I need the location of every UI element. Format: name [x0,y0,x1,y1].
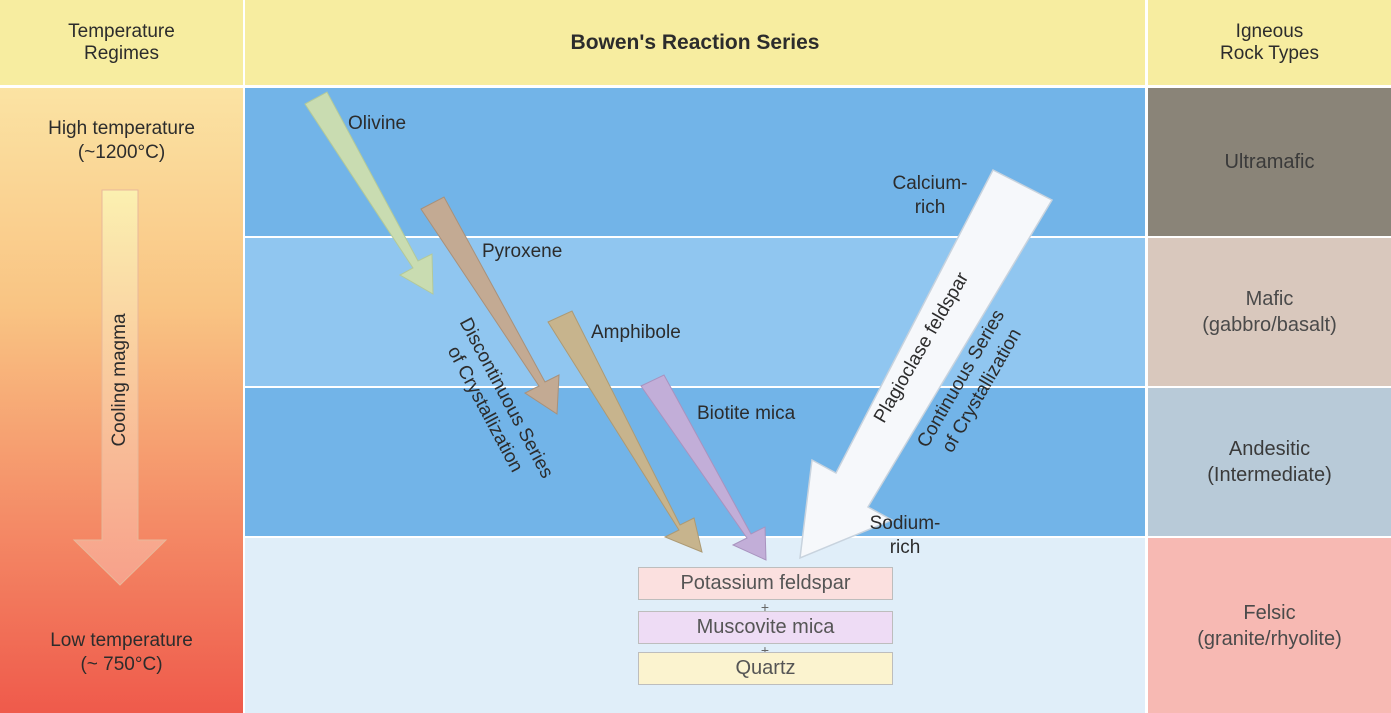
rock-type-ultramafic: Ultramafic [1148,88,1391,236]
high-temperature-label: High temperature (~1200°C) [48,118,195,163]
rock-type-felsic: Felsic (granite/rhyolite) [1148,538,1391,713]
sodium-rich-label: Sodium- rich [869,513,941,558]
plus-sign: + [760,599,770,615]
quartz-box: Quartz [638,652,893,685]
low-temperature-label: Low temperature (~ 750°C) [50,630,193,675]
rock-type-mafic: Mafic (gabbro/basalt) [1148,238,1391,386]
cooling-magma-label: Cooling magma [109,313,130,447]
plagioclase-feldspar-arrow [799,168,1054,560]
plus-sign: + [760,642,770,658]
pyroxene-label: Pyroxene [482,241,563,262]
rock-type-andesitic: Andesitic (Intermediate) [1148,388,1391,536]
calcium-rich-label: Calcium- rich [892,173,968,218]
biotite-mica-label: Biotite mica [697,403,796,424]
temperature-regimes-header: Temperature Regimes [0,0,243,85]
amphibole-label: Amphibole [591,322,681,343]
diagram-title: Bowen's Reaction Series [245,0,1145,85]
cooling-magma-arrow [72,189,168,586]
igneous-rock-types-header: Igneous Rock Types [1148,0,1391,85]
biotite-mica-arrow [640,374,767,561]
olivine-arrow [304,91,434,295]
pyroxene-arrow [420,196,560,415]
amphibole-arrow [547,310,703,553]
olivine-label: Olivine [348,113,407,134]
potassium-feldspar-box: Potassium feldspar [638,567,893,600]
muscovite-mica-box: Muscovite mica [638,611,893,644]
